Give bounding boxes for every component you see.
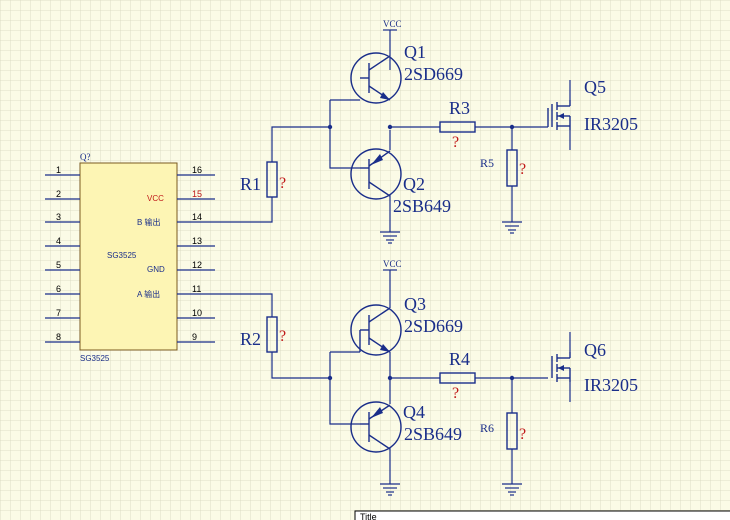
svg-text:R3: R3 xyxy=(449,98,470,118)
svg-text:VCC: VCC xyxy=(383,259,402,269)
title-block: Title xyxy=(354,510,730,520)
pin-13: 13 xyxy=(192,236,202,246)
ic-gnd-label: GND xyxy=(147,265,165,274)
svg-text:R6: R6 xyxy=(480,421,494,435)
transistor-q3-npn[interactable]: Q3 2SD669 xyxy=(350,294,463,380)
svg-text:2SB649: 2SB649 xyxy=(393,196,451,216)
svg-text:2SD669: 2SD669 xyxy=(404,316,463,336)
svg-text:?: ? xyxy=(279,328,286,345)
resistor-r1[interactable]: R1 ? xyxy=(240,161,286,198)
ic-name-below: SG3525 xyxy=(80,354,110,363)
svg-text:Q5: Q5 xyxy=(584,77,606,97)
pin-16: 16 xyxy=(192,165,202,175)
transistor-q4-pnp[interactable]: Q4 2SB649 xyxy=(350,401,462,453)
pin-10: 10 xyxy=(192,308,202,318)
svg-text:?: ? xyxy=(452,134,459,151)
svg-text:Q1: Q1 xyxy=(404,42,426,62)
pin-6: 6 xyxy=(56,284,61,294)
wires xyxy=(215,30,571,484)
transistor-q2-pnp[interactable]: Q2 2SB649 xyxy=(350,148,451,216)
svg-text:Q2: Q2 xyxy=(403,174,425,194)
transistor-q1-npn[interactable]: Q1 2SD669 xyxy=(350,42,463,104)
ic-a-out-label: A 输出 xyxy=(137,289,160,299)
svg-text:Q4: Q4 xyxy=(403,402,425,422)
pin-2: 2 xyxy=(56,189,61,199)
resistor-r6[interactable]: R6 ? xyxy=(480,412,526,450)
pin-14: 14 xyxy=(192,212,202,222)
pin-11: 11 xyxy=(192,284,201,294)
pin-12: 12 xyxy=(192,260,202,270)
svg-text:IR3205: IR3205 xyxy=(584,375,638,395)
svg-text:VCC: VCC xyxy=(383,19,402,29)
svg-text:R5: R5 xyxy=(480,156,494,170)
ic-b-out-label: B 输出 xyxy=(137,217,161,227)
svg-text:Q3: Q3 xyxy=(404,294,426,314)
svg-text:R2: R2 xyxy=(240,329,261,349)
resistor-r2[interactable]: R2 ? xyxy=(240,316,286,353)
resistor-r3[interactable]: R3 ? xyxy=(439,98,476,151)
ground-symbol xyxy=(502,221,522,234)
ic-left-pin-lines xyxy=(45,174,80,343)
vcc-bottom-symbol: VCC xyxy=(383,259,402,271)
pin-5: 5 xyxy=(56,260,61,270)
resistor-r5[interactable]: R5 ? xyxy=(480,149,526,187)
ic-vcc-label: VCC xyxy=(147,194,164,203)
ic-designator: Q? xyxy=(80,152,91,162)
svg-text:?: ? xyxy=(452,385,459,402)
svg-text:?: ? xyxy=(519,426,526,443)
svg-text:R4: R4 xyxy=(449,349,470,369)
svg-text:Title: Title xyxy=(360,512,377,520)
pin-4: 4 xyxy=(56,236,61,246)
svg-text:2SD669: 2SD669 xyxy=(404,64,463,84)
ic-body xyxy=(79,162,178,351)
svg-text:?: ? xyxy=(519,161,526,178)
ground-symbol xyxy=(502,483,522,496)
svg-text:?: ? xyxy=(279,175,286,192)
vcc-top-symbol: VCC xyxy=(383,19,402,31)
pin-8: 8 xyxy=(56,332,61,342)
pin-1: 1 xyxy=(56,165,61,175)
pin-3: 3 xyxy=(56,212,61,222)
ground-symbol xyxy=(380,483,400,496)
pin-7: 7 xyxy=(56,308,61,318)
ic-right-pin-lines xyxy=(177,174,215,343)
svg-text:2SB649: 2SB649 xyxy=(404,424,462,444)
ic-name: SG3525 xyxy=(107,251,137,260)
pin-9: 9 xyxy=(192,332,197,342)
svg-text:R1: R1 xyxy=(240,174,261,194)
pin-15: 15 xyxy=(192,189,202,199)
ic-sg3525[interactable]: Q? SG3525 SG3525 1 2 3 4 xyxy=(45,152,215,363)
ground-symbol xyxy=(380,231,400,244)
mosfet-q5[interactable]: Q5 IR3205 xyxy=(547,77,638,134)
svg-text:IR3205: IR3205 xyxy=(584,114,638,134)
svg-text:Q6: Q6 xyxy=(584,340,606,360)
mosfet-q6[interactable]: Q6 IR3205 xyxy=(551,340,638,395)
resistor-r4[interactable]: R4 ? xyxy=(439,349,476,402)
